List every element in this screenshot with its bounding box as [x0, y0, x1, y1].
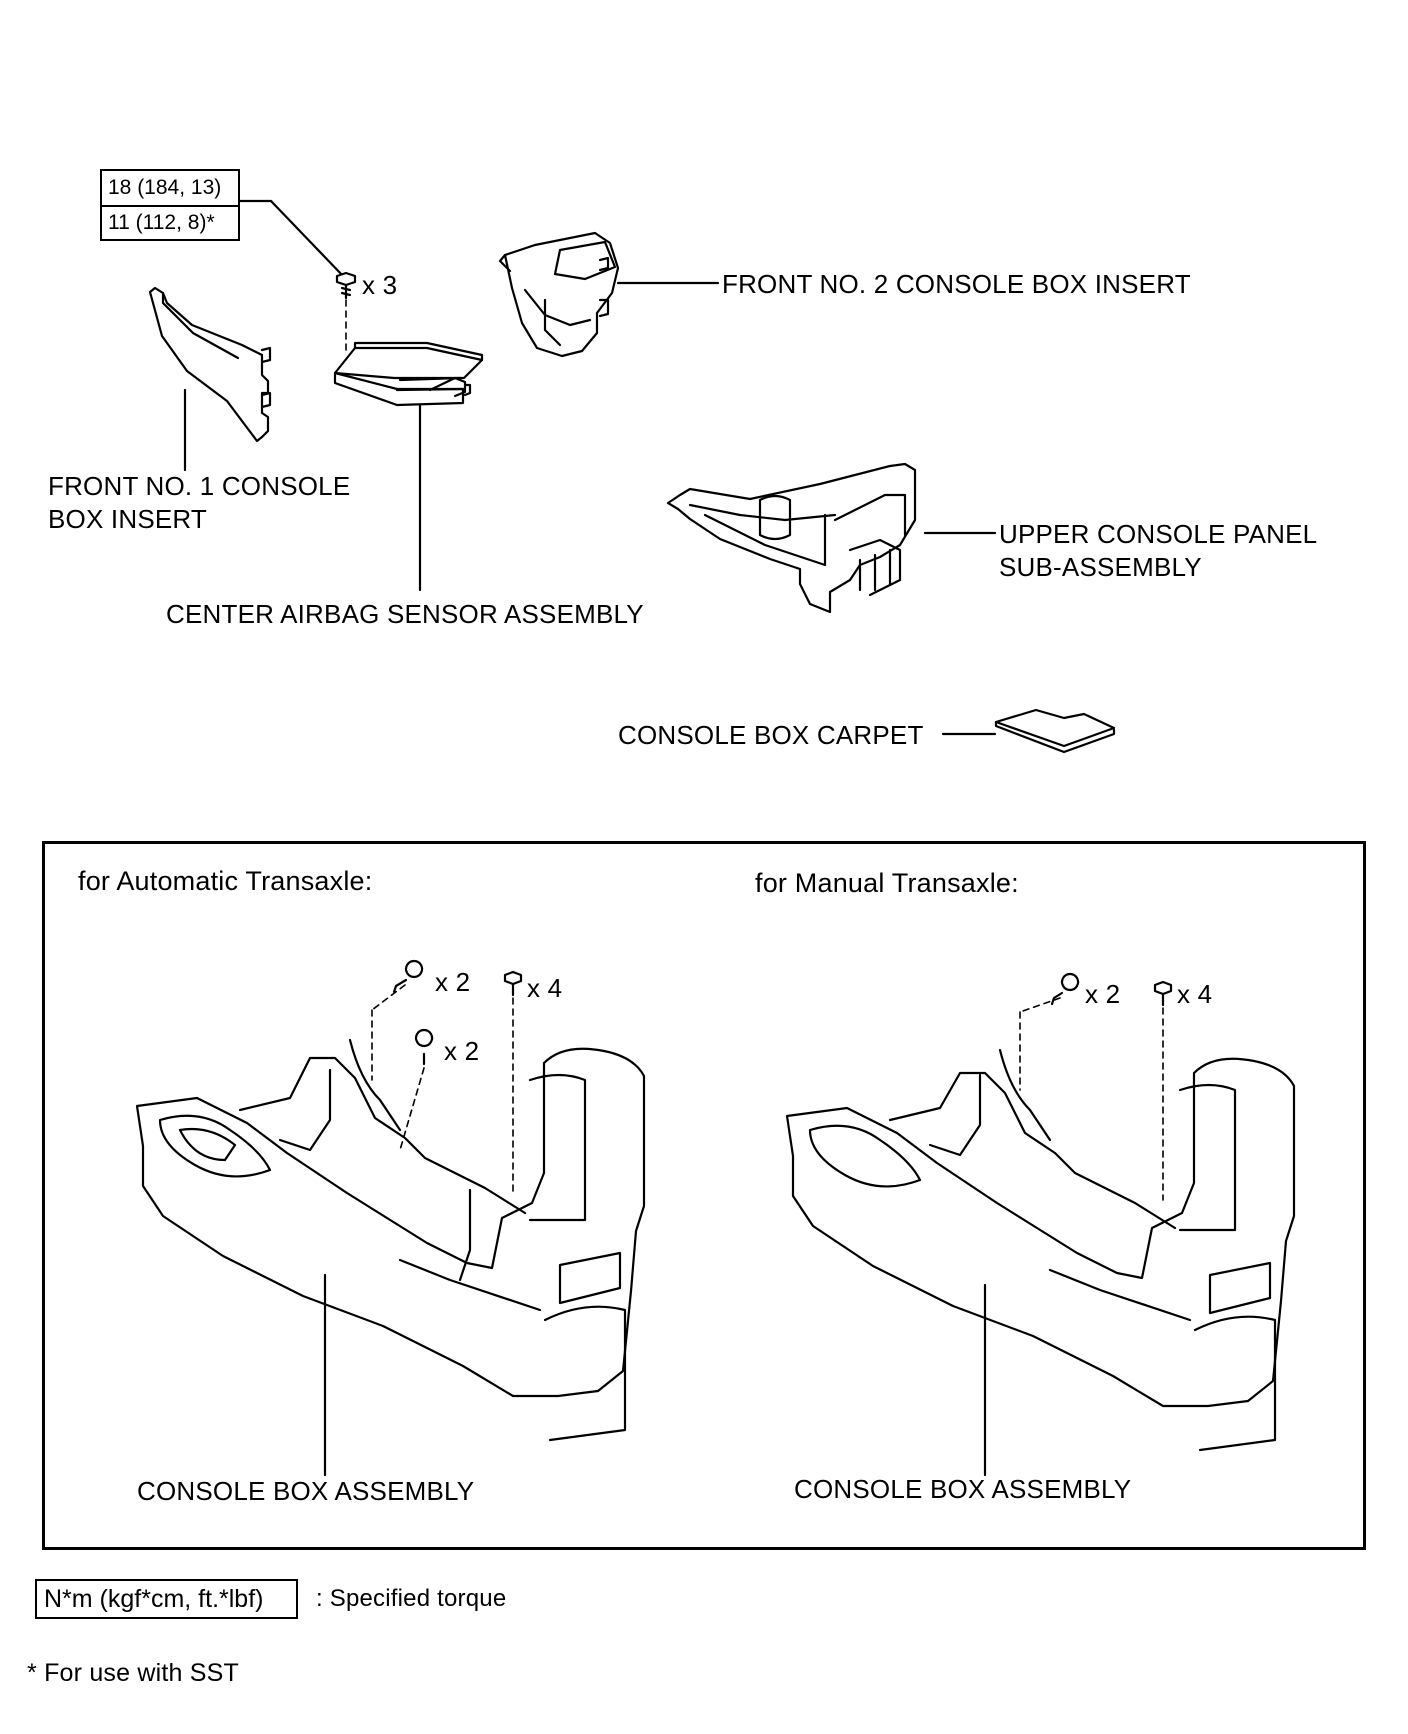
upper-console-panel-drawing — [666, 462, 997, 614]
front-no1-insert-label-line2: BOX INSERT — [48, 504, 208, 534]
manual-console-box-drawing — [785, 1048, 1296, 1477]
front-no2-insert-label: FRONT NO. 2 CONSOLE BOX INSERT — [722, 269, 1191, 299]
torque-leader-line — [238, 199, 346, 279]
torque-legend-meaning: : Specified torque — [316, 1585, 507, 1612]
transaxle-variants-frame — [42, 841, 1366, 1550]
torque-value-sst: 11 (112, 8)* — [108, 211, 215, 234]
auto-console-box-label: CONSOLE BOX ASSEMBLY — [137, 1476, 475, 1506]
torque-value-primary: 18 (184, 13) — [108, 176, 222, 199]
auto-screw-a-qty: x 2 — [435, 967, 471, 997]
center-airbag-sensor-label: CENTER AIRBAG SENSOR ASSEMBLY — [166, 599, 644, 629]
center-airbag-sensor-drawing — [333, 341, 484, 592]
automatic-heading: for Automatic Transaxle: — [78, 866, 373, 896]
auto-bolt-qty: x 4 — [527, 973, 563, 1003]
torque-spec-box: 18 (184, 13) 11 (112, 8)* — [100, 169, 240, 241]
torque-unit-legend-box: N*m (kgf*cm, ft.*lbf) — [35, 1579, 298, 1619]
manual-fasteners — [1019, 972, 1173, 1201]
manual-heading: for Manual Transaxle: — [755, 868, 1019, 898]
manual-bolt-qty: x 4 — [1177, 979, 1213, 1009]
front-no2-insert-drawing — [498, 231, 720, 358]
manual-console-box-label: CONSOLE BOX ASSEMBLY — [794, 1474, 1132, 1504]
auto-console-box-drawing — [135, 1038, 646, 1477]
upper-console-panel-label-line1: UPPER CONSOLE PANEL — [999, 519, 1318, 549]
bolt-icon — [335, 271, 357, 351]
manual-screw-qty: x 2 — [1085, 979, 1121, 1009]
front-no1-insert-label-line1: FRONT NO. 1 CONSOLE — [48, 471, 351, 501]
upper-console-panel-label-line2: SUB-ASSEMBLY — [999, 552, 1202, 582]
auto-screw-b-qty: x 2 — [444, 1036, 480, 1066]
bolt-quantity-label: x 3 — [362, 270, 398, 300]
console-box-carpet-drawing — [941, 708, 1116, 754]
sst-footnote: * For use with SST — [27, 1659, 239, 1687]
auto-fasteners — [371, 959, 523, 1196]
console-box-carpet-label: CONSOLE BOX CARPET — [618, 720, 924, 750]
front-no1-insert-drawing — [148, 286, 272, 472]
torque-divider — [102, 205, 238, 207]
